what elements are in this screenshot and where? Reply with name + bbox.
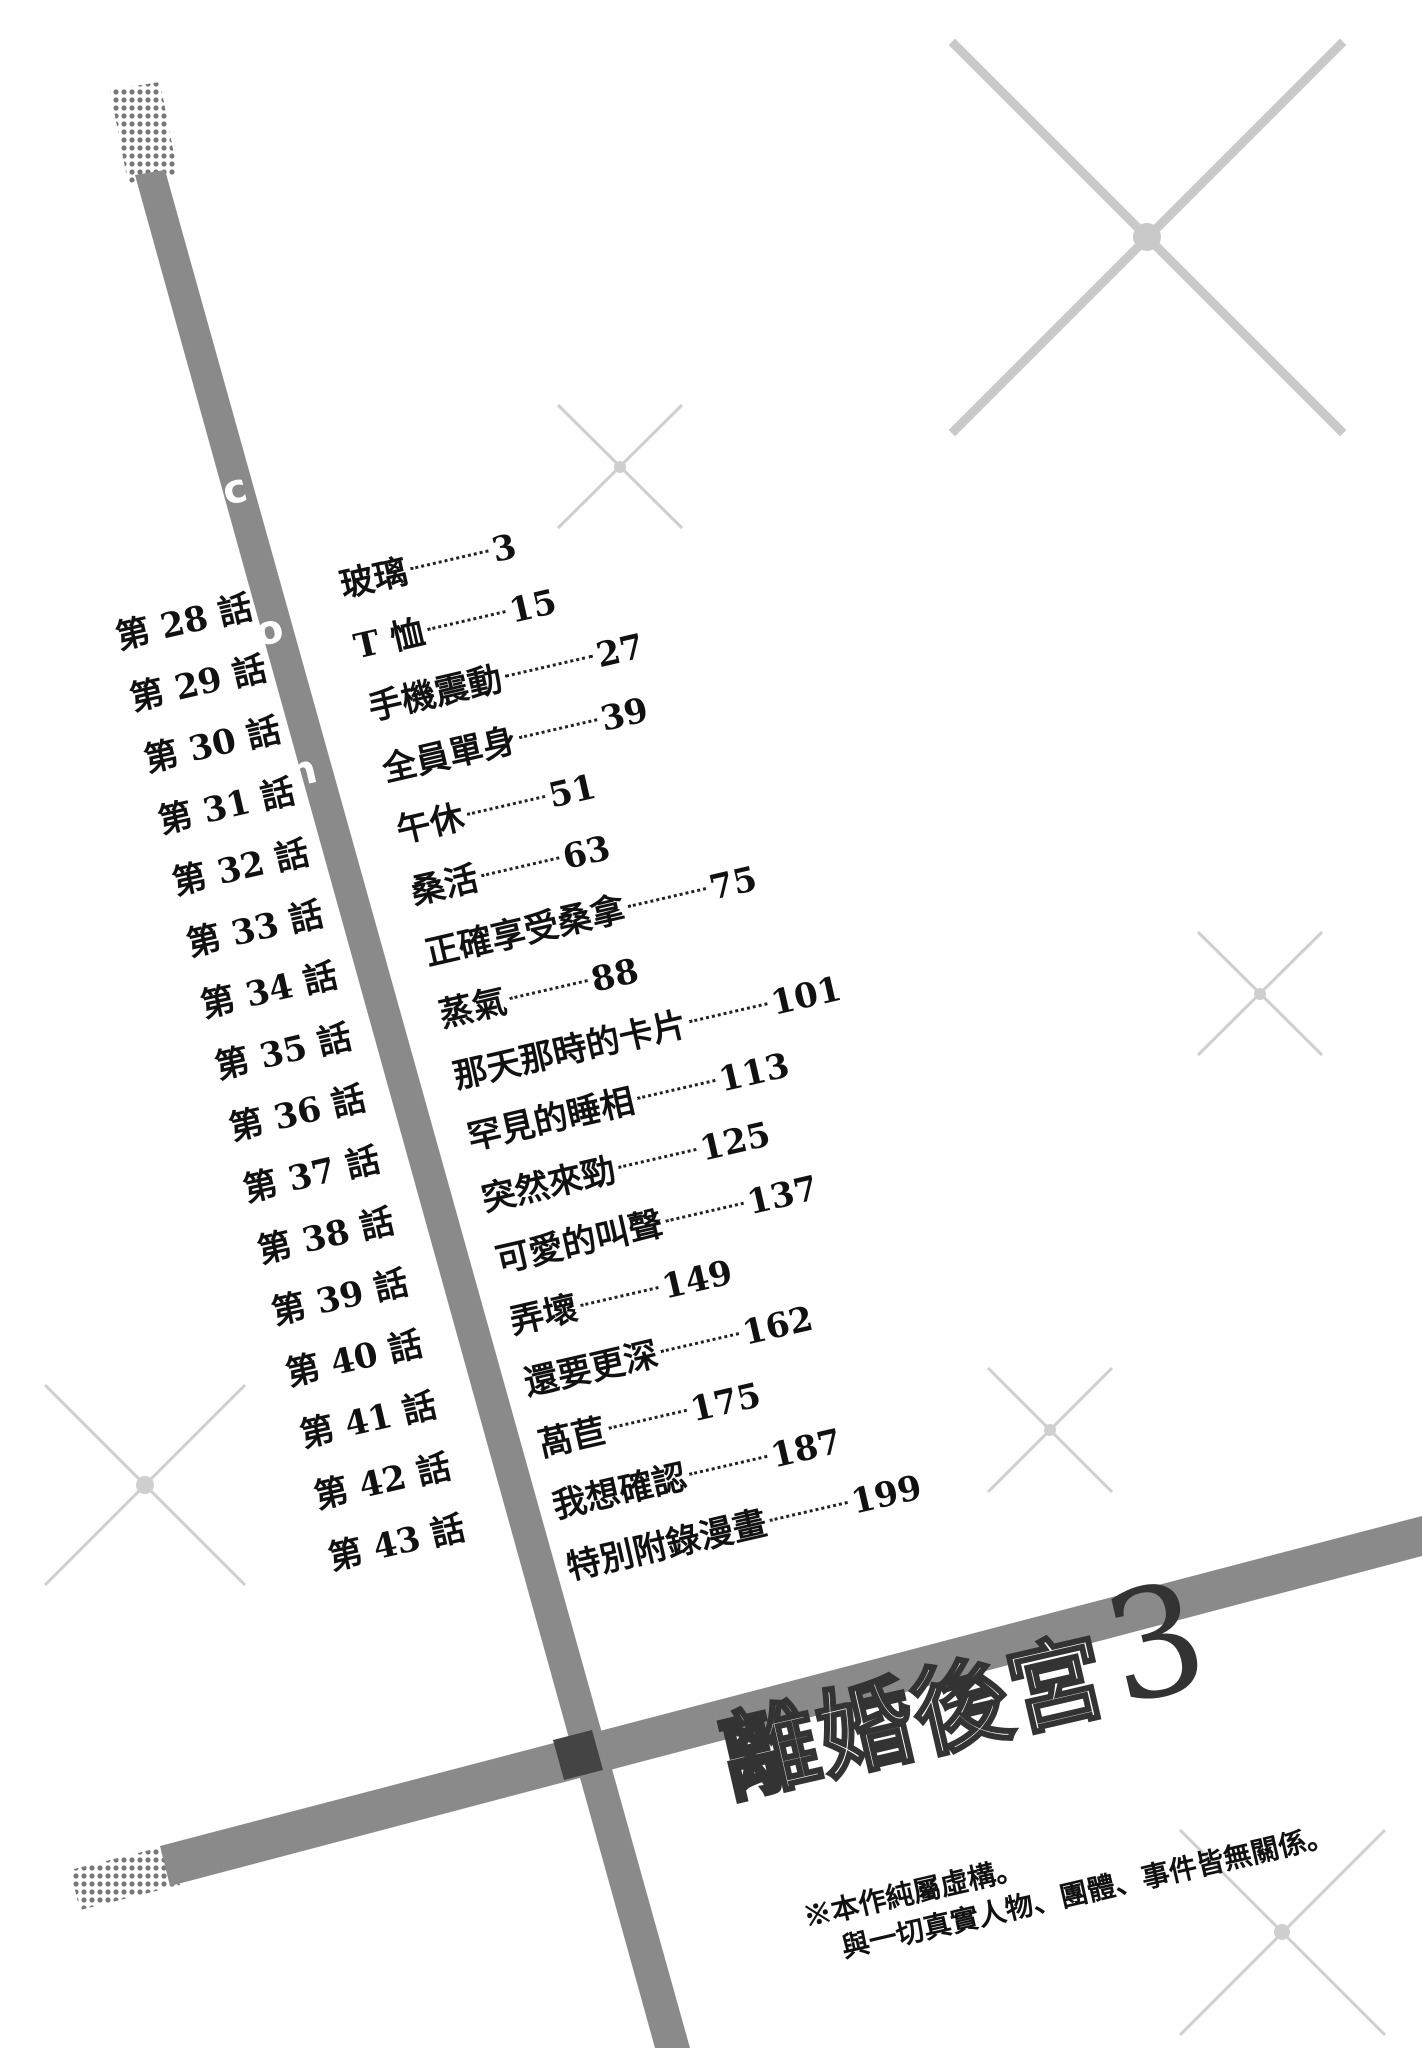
toc-row[interactable]: 第 34 話 正確享受桑拿75 xyxy=(195,859,761,1035)
leader-dots xyxy=(504,654,593,678)
stripe-intersection xyxy=(553,1730,603,1780)
page-number: 27 xyxy=(592,626,648,677)
leader-dots xyxy=(427,609,506,631)
toc-row[interactable]: 第 31 話 全員單身39 xyxy=(153,690,652,851)
page-number: 199 xyxy=(847,1467,926,1523)
page-number: 113 xyxy=(715,1045,794,1101)
page-number: 175 xyxy=(686,1375,765,1431)
page-number: 39 xyxy=(596,690,653,740)
page-number: 137 xyxy=(743,1168,822,1224)
page-number: 149 xyxy=(658,1252,737,1308)
leader-dots xyxy=(608,1408,688,1430)
leader-dots xyxy=(480,855,560,877)
leader-dots xyxy=(409,548,489,570)
toc-row[interactable]: 特別附錄漫畫199 xyxy=(337,1468,926,1649)
halftone-top-icon xyxy=(110,82,178,183)
toc-row[interactable]: 第 36 話 那天那時的卡片101 xyxy=(223,969,845,1158)
episode-title: 桑活 xyxy=(406,858,483,913)
page-number: 101 xyxy=(767,968,846,1024)
episode-title: 午休 xyxy=(392,797,469,852)
toc-row[interactable]: 第 40 話 弄壞149 xyxy=(280,1253,736,1404)
page-number: 125 xyxy=(696,1114,775,1170)
leader-dots xyxy=(580,1285,659,1307)
cross-dot-icon xyxy=(1044,1424,1056,1436)
page-number: 88 xyxy=(587,950,643,1001)
toc-row[interactable]: 第 29 話 T 恤15 xyxy=(124,582,560,728)
leader-dots xyxy=(660,1331,740,1353)
cross-dot-icon xyxy=(1274,1924,1290,1940)
page-number: 3 xyxy=(488,526,521,571)
toc-row[interactable]: 第 30 話 手機震動27 xyxy=(138,627,647,790)
horizontal-stripe xyxy=(160,1516,1422,1886)
page-number: 51 xyxy=(544,766,600,817)
toc-row[interactable]: 第 35 話 蒸氣88 xyxy=(209,951,642,1097)
cross-dot-icon xyxy=(136,1476,154,1494)
leader-dots xyxy=(617,1147,697,1169)
toc-row[interactable]: 第 43 話 我想確認187 xyxy=(323,1421,846,1588)
episode-title: T 恤 xyxy=(350,612,429,668)
leader-dots xyxy=(509,978,588,1000)
toc-row[interactable]: 第 37 話 罕見的睡相113 xyxy=(238,1045,794,1219)
toc-row[interactable]: 第 39 話 可愛的叫聲137 xyxy=(266,1168,822,1342)
episode-title: 萵苣 xyxy=(534,1411,610,1466)
episode-title: 蒸氣 xyxy=(435,981,511,1036)
leader-dots xyxy=(689,1001,768,1023)
page-number: 162 xyxy=(738,1298,817,1354)
leader-dots xyxy=(466,794,546,816)
episode-title: 弄壞 xyxy=(506,1288,582,1343)
leader-dots xyxy=(769,1500,848,1522)
leader-dots xyxy=(688,1454,768,1476)
cross-large-center-icon xyxy=(1133,223,1161,251)
leader-dots xyxy=(627,886,707,908)
episode-title: 玻璃 xyxy=(336,551,412,607)
page-number: 75 xyxy=(705,859,761,909)
toc-row[interactable]: 第 28 話 玻璃3 xyxy=(110,527,520,667)
page-number: 187 xyxy=(766,1421,846,1477)
cross-dot-icon xyxy=(614,461,626,473)
toc-row[interactable]: 第 38 話 突然來勁125 xyxy=(252,1115,775,1281)
cross-dot-icon xyxy=(1254,988,1266,1000)
page-number: 15 xyxy=(505,581,561,632)
toc-row[interactable]: 第 33 話 桑活63 xyxy=(181,828,614,974)
halftone-bottom-icon xyxy=(70,1845,180,1910)
leader-dots xyxy=(665,1201,744,1223)
vertical-stripe xyxy=(135,170,690,2048)
leader-dots xyxy=(518,717,598,739)
page-number: 63 xyxy=(558,828,615,878)
toc-row[interactable]: 第 42 話 萵苣175 xyxy=(308,1375,764,1526)
toc-row[interactable]: 第 41 話 還要更深162 xyxy=(294,1299,817,1465)
leader-dots xyxy=(636,1078,716,1100)
toc-row[interactable]: 第 32 話 午休51 xyxy=(167,767,600,913)
